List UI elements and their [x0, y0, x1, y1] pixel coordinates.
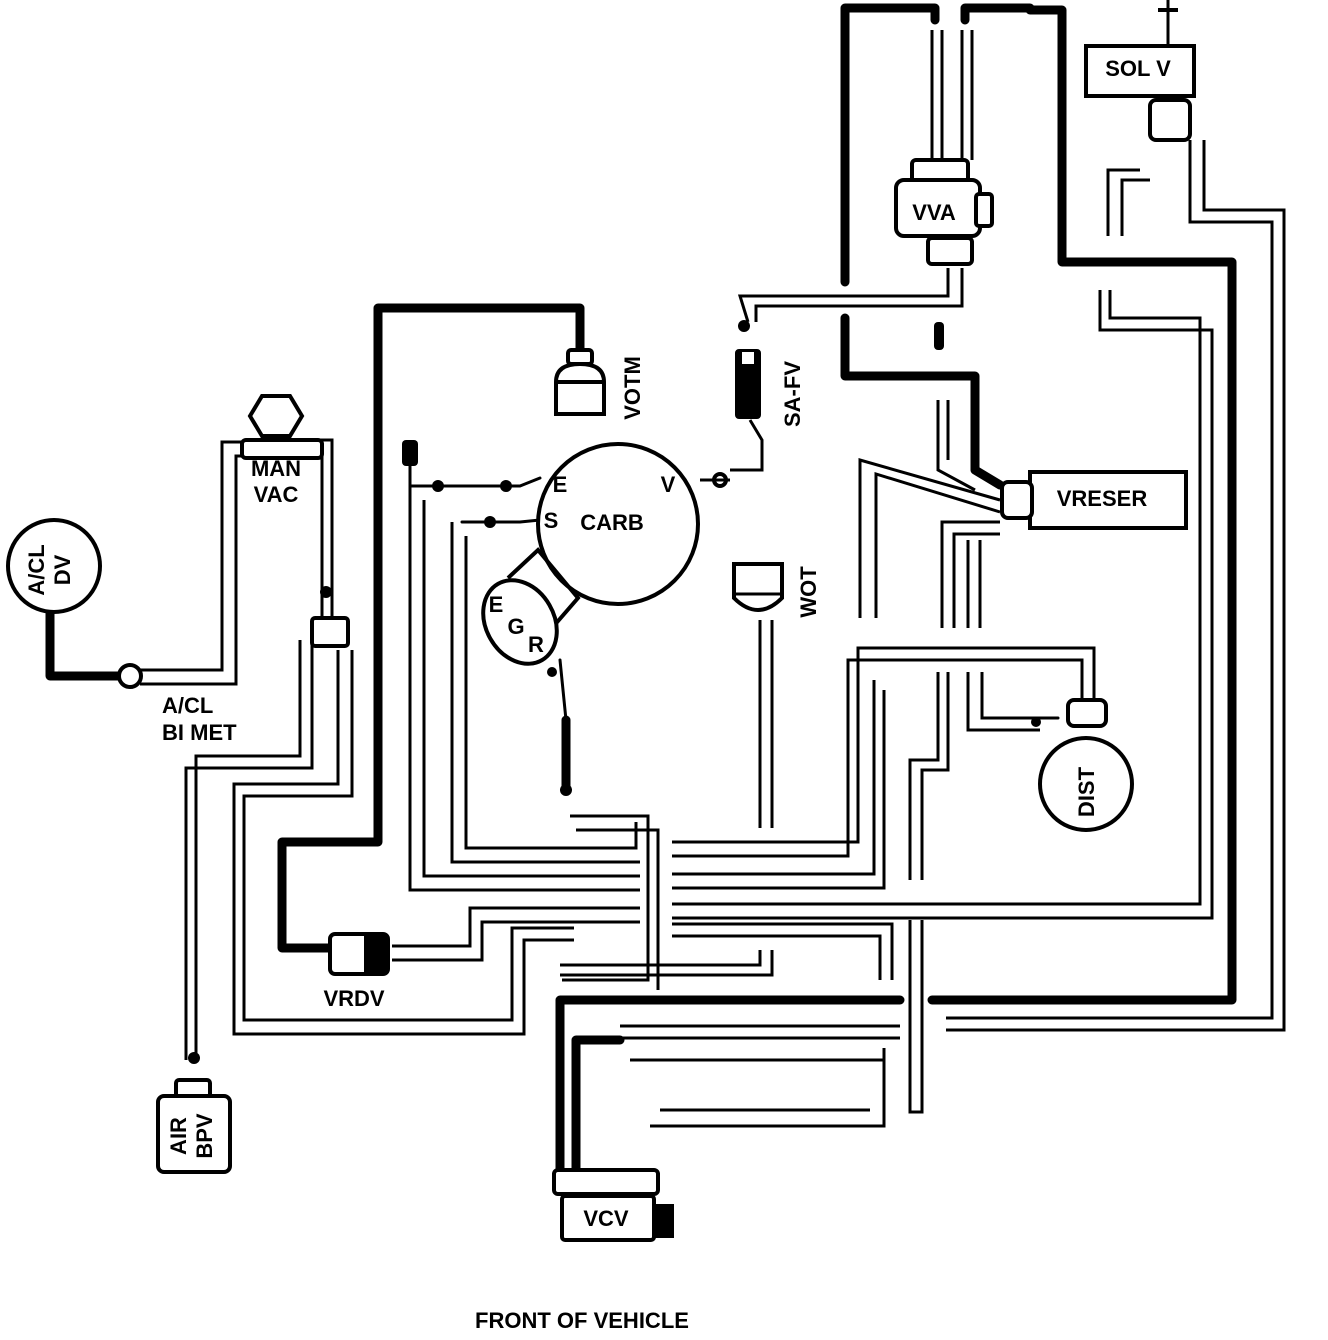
- hose-vcv-r3: [630, 1048, 886, 1062]
- hose-vcv-r1: [560, 950, 762, 967]
- thick-hoses: [45, 3, 1237, 1175]
- hose-right-5: [908, 920, 924, 1114]
- vva-label: VVA: [912, 200, 956, 225]
- acl-dv-label-1: A/CL: [24, 544, 49, 595]
- acl-bimet-fitting: A/CL BI MET: [117, 663, 237, 745]
- acl-bimet-label-2: BI MET: [162, 720, 237, 745]
- votm-actuator: VOTM: [554, 348, 645, 420]
- egr-port-r: R: [528, 632, 544, 657]
- hose-vrdv-out: [392, 906, 640, 948]
- wot-label: WOT: [796, 566, 821, 618]
- man-vac-fitting: MAN VAC: [240, 394, 350, 648]
- sa-fv-valve: SA-FV: [735, 349, 805, 427]
- air-bpv-valve: AIR BPV: [156, 1078, 232, 1174]
- hose-acl-dv: [45, 607, 123, 681]
- carb-port-e: E: [553, 472, 568, 497]
- hose-to-air-bpv: [184, 640, 314, 1060]
- air-bpv-label-2: BPV: [192, 1113, 217, 1159]
- hose-vreser-lo: [940, 520, 1000, 628]
- hose-vreser-left: [858, 458, 1001, 618]
- connectors: [188, 320, 1041, 1064]
- wot-switch: WOT: [732, 562, 821, 618]
- vcv-valve: VCV: [552, 1168, 674, 1242]
- hose-safv-vva: [737, 268, 950, 323]
- hose-dist-2: [966, 672, 1040, 732]
- votm-label: VOTM: [620, 356, 645, 420]
- egr-valve: E G R: [481, 547, 581, 666]
- hose-vva-right-main: [927, 3, 1237, 1005]
- thin-hoses: [408, 476, 1060, 722]
- dist-label: DIST: [1074, 766, 1099, 817]
- vreser-reservoir: VRESER: [1000, 470, 1188, 530]
- acl-dv-valve: A/CL DV: [6, 518, 102, 614]
- hose-vva-to-vreser: [840, 313, 1005, 490]
- hose-right-6: [946, 140, 1274, 1020]
- carburetor: E S V CARB: [536, 442, 730, 606]
- vrdv-valve: VRDV: [323, 932, 390, 1011]
- vrdv-label: VRDV: [323, 986, 384, 1011]
- man-vac-label-1: MAN: [251, 456, 301, 481]
- distributor: DIST: [1038, 698, 1134, 832]
- hose-vreser-down: [936, 400, 976, 492]
- hose-bimet-up: [140, 440, 250, 672]
- sa-fv-label: SA-FV: [780, 361, 805, 427]
- carb-port-v: V: [661, 472, 676, 497]
- hose-loop-a: [232, 650, 574, 1036]
- hose-egr-vcv: [562, 814, 650, 982]
- air-bpv-label-1: AIR: [166, 1117, 191, 1155]
- sol-v-solenoid: SOL V: [1084, 8, 1196, 142]
- front-of-vehicle-caption: FRONT OF VEHICLE: [475, 1308, 689, 1333]
- hose-vcv-branch: [571, 1035, 625, 1175]
- hose-safv-carb: [730, 419, 764, 472]
- carb-label: CARB: [580, 510, 644, 535]
- acl-bimet-label-1: A/CL: [162, 693, 213, 718]
- hose-votm-vrdv: [277, 303, 585, 953]
- double-hoses: [140, 0, 1286, 1128]
- carb-port-s: S: [544, 508, 559, 533]
- hose-right-2: [672, 680, 876, 876]
- hose-sol-left: [1106, 168, 1140, 236]
- hose-manvac-down: [318, 438, 334, 620]
- acl-dv-label-2: DV: [50, 554, 75, 585]
- hose-carb-e: [408, 464, 640, 892]
- hose-carb-s: [450, 522, 640, 864]
- hose-vva-top-left: [840, 3, 940, 287]
- egr-port-e: E: [489, 592, 504, 617]
- hose-vcv-rail: [555, 995, 905, 1175]
- man-vac-label-2: VAC: [254, 482, 299, 507]
- hose-right-3: [672, 290, 1202, 906]
- sol-v-label: SOL V: [1105, 56, 1171, 81]
- hose-right-4: [672, 934, 882, 980]
- egr-port-g: G: [507, 614, 524, 639]
- vva-valve: VVA: [894, 158, 994, 266]
- vreser-label: VRESER: [1057, 486, 1148, 511]
- hose-right-1: [672, 646, 1096, 844]
- vcv-label: VCV: [583, 1206, 629, 1231]
- hose-dist-1: [908, 672, 940, 880]
